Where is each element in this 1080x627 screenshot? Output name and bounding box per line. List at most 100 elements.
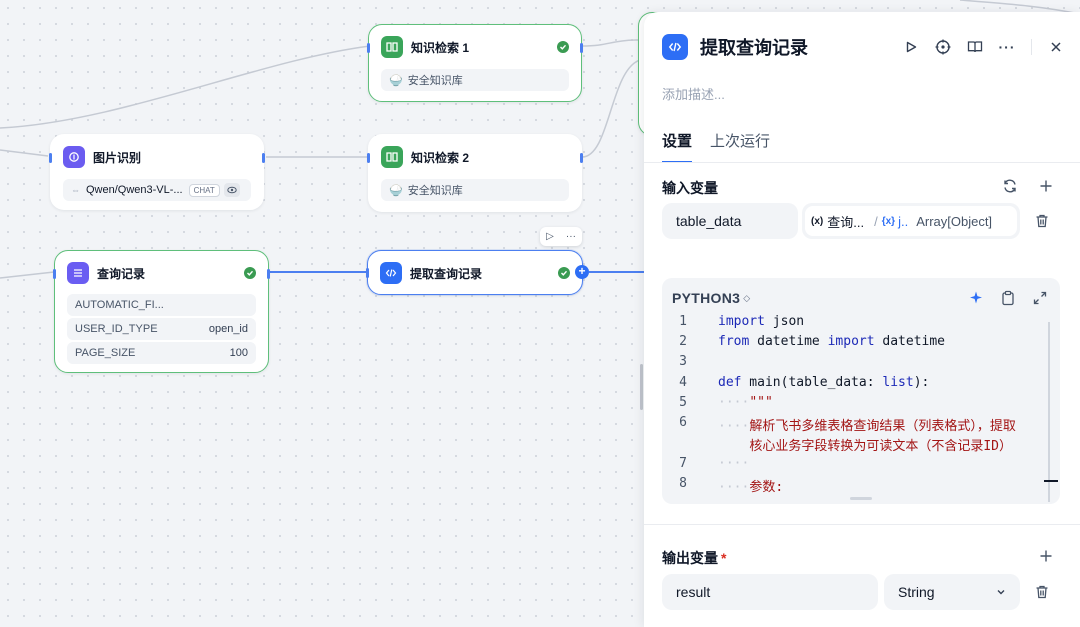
- success-check-icon: [244, 267, 256, 279]
- mode-chip: CHAT: [188, 183, 220, 197]
- add-output-variable-icon[interactable]: [1036, 546, 1056, 566]
- knowledge-base-icon: 🍚: [389, 74, 403, 87]
- input-handle[interactable]: [53, 269, 56, 279]
- tabs-divider: [644, 162, 1080, 163]
- required-mark: *: [721, 550, 727, 566]
- output-handle[interactable]: [262, 153, 265, 163]
- code-line: ····解析飞书多维表格查询结果（列表格式），提取: [718, 419, 1016, 434]
- line-number: 3: [679, 354, 687, 369]
- code-line: ····: [718, 456, 750, 471]
- node-knowledge-retrieval-1[interactable]: 知识检索 1 🍚 安全知识库: [367, 24, 583, 102]
- trash-icon[interactable]: [1032, 211, 1052, 231]
- edge-left-to-image: [0, 149, 49, 157]
- line-number: 2: [679, 334, 687, 349]
- param-value: open_id: [208, 323, 248, 335]
- param-key: PAGE_SIZE: [75, 347, 136, 359]
- line-number: 6: [679, 415, 687, 430]
- variable-reference-selector[interactable]: (x) 查询... / {x} j.. Array[Object]: [802, 203, 1020, 239]
- run-icon[interactable]: [901, 37, 921, 57]
- line-number: 4: [679, 375, 687, 390]
- panel-title[interactable]: 提取查询记录: [700, 38, 808, 58]
- code-line: from datetime import datetime: [718, 334, 946, 349]
- code-line: import json: [718, 314, 805, 329]
- output-type-value: String: [898, 584, 935, 600]
- node-extract-query-records[interactable]: 提取查询记录: [366, 250, 583, 295]
- more-icon[interactable]: ···: [998, 39, 1016, 55]
- variable-x-icon: (x): [811, 215, 824, 227]
- language-selector[interactable]: PYTHON3: [672, 290, 741, 306]
- knowledge-base-icon: 🍚: [389, 184, 403, 197]
- description-input[interactable]: 添加描述...: [662, 87, 725, 102]
- header-divider: [1031, 39, 1032, 55]
- node-title: 查询记录: [97, 266, 146, 281]
- output-variable-name[interactable]: result: [662, 574, 878, 610]
- input-variables-title: 输入变量: [662, 180, 718, 196]
- code-icon: [662, 34, 688, 60]
- node-settings-panel: 提取查询记录 ··· 添加描述... 设置 上次运行 输入变量: [644, 12, 1080, 627]
- node-knowledge-retrieval-2[interactable]: 知识检索 2 🍚 安全知识库: [367, 134, 583, 212]
- target-icon[interactable]: [933, 37, 953, 57]
- editor-resize-handle[interactable]: [850, 497, 872, 500]
- code-line: ····""": [718, 395, 773, 410]
- variable-x-icon: {x}: [881, 215, 896, 227]
- success-check-icon: [557, 41, 569, 53]
- param-row: PAGE_SIZE 100: [67, 342, 256, 364]
- input-handle[interactable]: [367, 153, 370, 163]
- editor-scroll-thumb[interactable]: [1044, 480, 1058, 482]
- close-icon[interactable]: [1046, 37, 1066, 57]
- more-icon[interactable]: ···: [565, 231, 576, 242]
- sync-icon[interactable]: [1000, 176, 1020, 196]
- model-row: ⇔ Qwen/Qwen3-VL-... CHAT: [63, 179, 251, 201]
- output-handle[interactable]: [267, 269, 270, 279]
- tab-settings[interactable]: 设置: [662, 130, 693, 163]
- edge-kb2-out: [581, 59, 641, 158]
- clipboard-icon[interactable]: [998, 288, 1018, 308]
- book-icon: [381, 36, 403, 58]
- trash-icon[interactable]: [1032, 582, 1052, 602]
- run-node-icon[interactable]: ▷: [546, 231, 554, 242]
- ai-sparkle-icon[interactable]: [966, 288, 986, 308]
- knowledge-base-name: 安全知识库: [407, 185, 463, 197]
- model-name: Qwen/Qwen3-VL-...: [86, 184, 183, 196]
- input-handle[interactable]: [367, 43, 370, 53]
- chevron-down-icon: [996, 584, 1006, 600]
- node-title: 知识检索 2: [411, 150, 470, 165]
- chevron-up-down-icon[interactable]: ◇: [743, 292, 751, 303]
- node-query-records[interactable]: 查询记录 AUTOMATIC_FI... USER_ID_TYPE open_i…: [53, 250, 270, 373]
- output-type-select[interactable]: String: [884, 574, 1020, 610]
- add-next-node-button[interactable]: +: [575, 265, 589, 279]
- output-handle[interactable]: [580, 153, 583, 163]
- add-input-variable-icon[interactable]: [1036, 176, 1056, 196]
- code-line: ····参数:: [718, 480, 784, 495]
- success-check-icon: [558, 267, 570, 279]
- code-icon: [380, 262, 402, 284]
- panel-tabs: 设置 上次运行: [662, 130, 788, 163]
- model-link-icon: ⇔: [71, 185, 80, 195]
- input-handle[interactable]: [49, 153, 52, 163]
- node-image-recognition[interactable]: 图片识别 ⇔ Qwen/Qwen3-VL-... CHAT: [49, 134, 265, 210]
- output-handle[interactable]: [580, 43, 583, 53]
- param-row: USER_ID_TYPE open_id: [67, 318, 256, 340]
- node-title: 提取查询记录: [410, 266, 483, 281]
- edge-kb1-out: [581, 39, 641, 47]
- input-variable-name-text: table_data: [676, 213, 742, 229]
- tab-last-run[interactable]: 上次运行: [710, 133, 771, 150]
- code-line-wrap: 核心业务字段转换为可读文本（不含记录ID）: [749, 439, 1012, 454]
- panel-header: 提取查询记录 ···: [662, 34, 1066, 60]
- ref-variable-name: j..: [898, 213, 909, 229]
- editor-scrollbar[interactable]: [1048, 322, 1050, 502]
- brain-icon: [63, 146, 85, 168]
- param-key: USER_ID_TYPE: [75, 323, 158, 335]
- expand-icon[interactable]: [1030, 288, 1050, 308]
- knowledge-base-row: 🍚 安全知识库: [381, 179, 569, 201]
- knowledge-base-row: 🍚 安全知识库: [381, 69, 569, 91]
- edge-top-right: [959, 0, 1080, 15]
- book-open-icon[interactable]: [965, 37, 985, 57]
- input-handle[interactable]: [366, 268, 369, 278]
- panel-resize-handle[interactable]: [640, 364, 643, 410]
- edge-left-to-query: [0, 271, 55, 279]
- code-editor[interactable]: PYTHON3 ◇ 1 import json 2 from datetime …: [662, 278, 1060, 504]
- input-variable-name[interactable]: table_data: [662, 203, 798, 239]
